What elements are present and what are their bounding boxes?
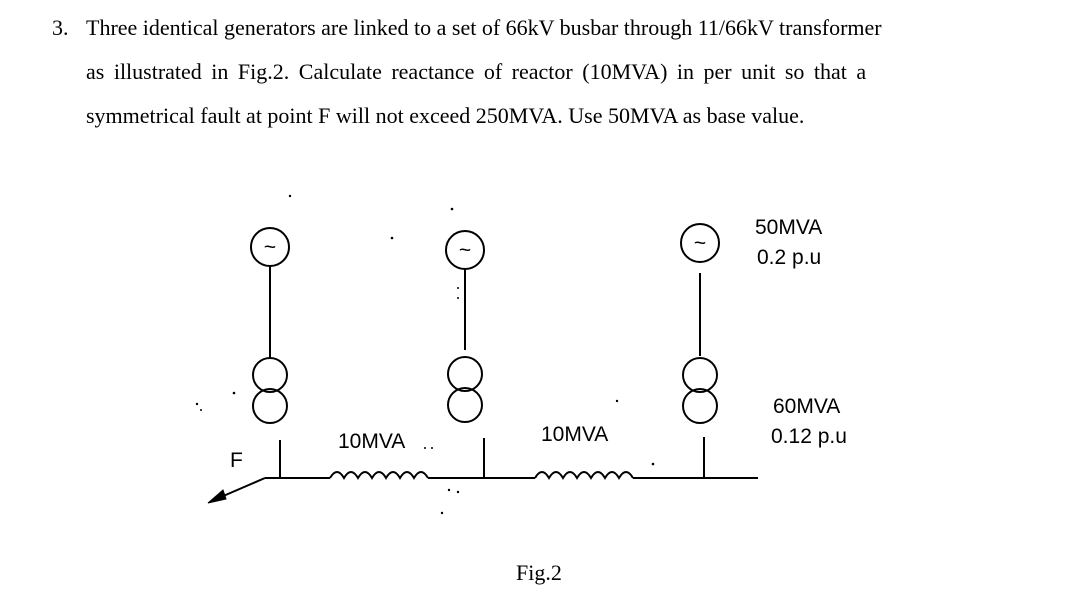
transformer-rating-label: 60MVA (773, 395, 840, 418)
fault-label: F (230, 449, 243, 472)
reactor-2 (534, 471, 634, 480)
generator-rating-label: 50MVA (755, 216, 822, 239)
generator-3: ~ (680, 223, 720, 263)
transformer-2 (447, 356, 483, 423)
transformer-3 (682, 357, 718, 424)
generator-2: ~ (445, 230, 485, 270)
generator-2-symbol: ~ (459, 239, 471, 262)
transformer-reactance-label: 0.12 p.u (771, 425, 847, 448)
question-line-3: symmetrical fault at point F will not ex… (86, 103, 805, 128)
reactor-1-label: 10MVA (338, 430, 405, 453)
fault-arrow (207, 477, 266, 504)
generator-1-symbol: ~ (264, 236, 276, 259)
transformer-1 (252, 357, 288, 424)
reactor-1 (329, 471, 429, 480)
question-line-2: as illustrated in Fig.2. Calculate react… (86, 59, 867, 84)
reactor-2-label: 10MVA (541, 423, 608, 446)
question-line-1: Three identical generators are linked to… (86, 15, 882, 40)
generator-3-symbol: ~ (694, 232, 706, 255)
generator-reactance-label: 0.2 p.u (757, 246, 821, 269)
generator-1: ~ (250, 227, 290, 267)
figure-caption: Fig.2 (516, 560, 562, 585)
scan-speckles (195, 194, 655, 515)
question-number: 3. (52, 15, 69, 40)
